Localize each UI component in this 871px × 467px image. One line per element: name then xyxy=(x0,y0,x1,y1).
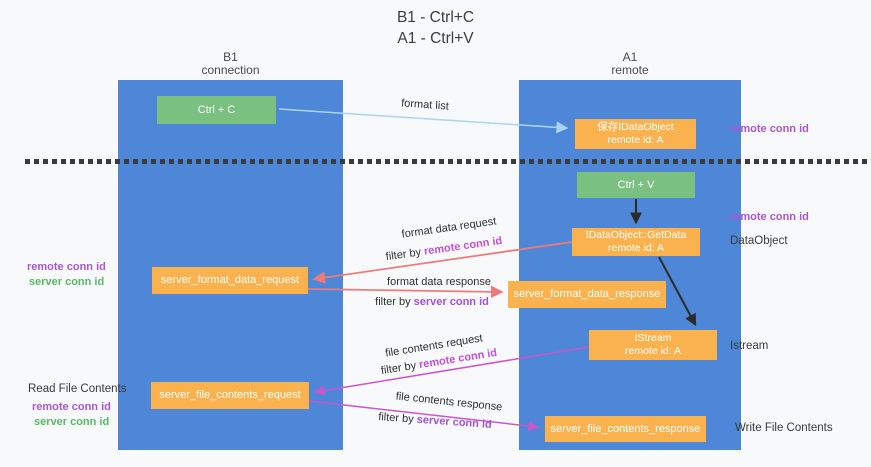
annotation-remote-conn-id-mid-left: remote conn id xyxy=(27,261,106,273)
node-server-format-data-request-label: server_format_data_request xyxy=(160,274,300,286)
node-server-format-data-request: server_format_data_request xyxy=(152,267,308,294)
node-server-file-contents-response-label: server_file_contents_response xyxy=(550,422,701,435)
annotation-server-conn-id-mid-left: server conn id xyxy=(29,276,105,288)
node-server-format-data-response: server_format_data_response xyxy=(508,281,666,308)
annotation-server-conn-id-bottom-left: server conn id xyxy=(34,416,110,428)
node-istream-line1: IStream xyxy=(634,332,672,344)
annotation-dataobject: DataObject xyxy=(730,235,788,247)
node-server-format-data-response-label: server_format_data_response xyxy=(513,288,661,300)
node-idataobject-getdata: IDataObject::GetData remote id: A xyxy=(572,228,700,256)
label-format-list: format list xyxy=(400,97,450,113)
annotation-remote-conn-id-top: remote conn id xyxy=(730,123,809,135)
diagram-title: B1 - Ctrl+C A1 - Ctrl+V xyxy=(0,7,871,49)
node-ctrl-v-label: Ctrl + V xyxy=(617,178,655,191)
node-save-dataobject-line2: remote id: A xyxy=(607,134,664,146)
node-server-file-contents-response: server_file_contents_response xyxy=(545,416,706,442)
node-ctrl-v: Ctrl + V xyxy=(577,172,695,198)
server-conn-id-key: server conn id xyxy=(413,296,489,308)
title-line-1: B1 - Ctrl+C xyxy=(396,9,475,26)
node-ctrl-c: Ctrl + C xyxy=(157,96,276,124)
node-server-file-contents-request: server_file_contents_request xyxy=(151,382,309,409)
label-file-contents-response: file contents response xyxy=(395,390,503,414)
annotation-remote-conn-id-mid: remote conn id xyxy=(730,211,809,223)
annotation-read-file-contents: Read File Contents xyxy=(28,383,127,395)
lane-header-a1: A1 remote xyxy=(519,51,741,77)
node-save-dataobject: 保存IDataObject remote id: A xyxy=(575,119,696,149)
node-istream: IStream remote id: A xyxy=(589,330,717,360)
node-ctrl-c-label: Ctrl + C xyxy=(197,103,236,116)
node-istream-line2: remote id: A xyxy=(624,345,682,357)
label-filter-server-conn-id-2: filter by server conn id xyxy=(377,411,493,431)
label-format-data-response: format data response xyxy=(387,276,491,288)
node-save-dataobject-line1: 保存IDataObject xyxy=(597,121,674,133)
label-filter-server-conn-id-1: filter by server conn id xyxy=(375,296,489,308)
title-line-2: A1 - Ctrl+V xyxy=(397,30,474,47)
node-server-file-contents-request-label: server_file_contents_request xyxy=(159,389,301,401)
lane-b1-role: connection xyxy=(201,63,260,77)
lane-a1-role: remote xyxy=(611,63,649,77)
server-conn-id-key: server conn id xyxy=(416,413,493,431)
lane-header-b1: B1 connection xyxy=(118,51,343,77)
lane-a1-name: A1 xyxy=(622,50,638,64)
lane-b1-name: B1 xyxy=(223,50,238,64)
node-getdata-line2: remote id: A xyxy=(607,242,665,254)
annotation-remote-conn-id-bottom-left: remote conn id xyxy=(32,401,111,413)
remote-conn-id-key: remote conn id xyxy=(423,234,503,258)
node-getdata-line1: IDataObject::GetData xyxy=(585,229,687,241)
session-divider-dashed-line xyxy=(25,159,868,164)
annotation-write-file-contents: Write File Contents xyxy=(735,422,833,434)
annotation-istream: Istream xyxy=(730,340,769,352)
